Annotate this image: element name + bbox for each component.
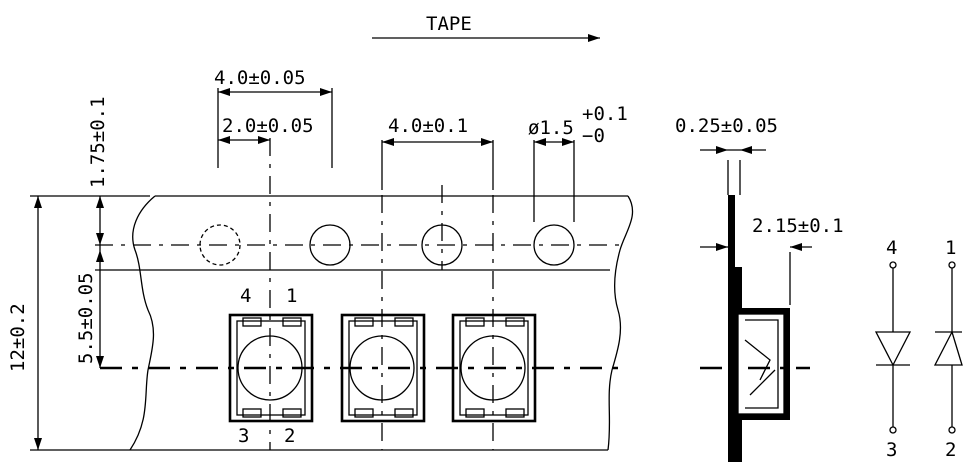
pin-label-2: 2 (284, 425, 295, 447)
diode-symbol-a (874, 261, 912, 434)
dim-pitch-outer: 4.0±0.05 (214, 67, 306, 89)
component-pocket-3 (451, 313, 537, 423)
extension-lines (217, 88, 575, 450)
dim-hole-tol-minus: −0 (582, 125, 605, 147)
pin-label-3: 3 (238, 425, 249, 447)
diode-symbol-b (933, 261, 963, 434)
diode-a-top-pin: 4 (886, 237, 897, 259)
diode-a-bottom-pin: 3 (886, 439, 897, 461)
tape-direction-arrow (588, 34, 600, 42)
sprocket-holes (199, 224, 575, 266)
tape-outline (129, 195, 634, 451)
dim-edge-offset: 1.75±0.1 (87, 96, 109, 188)
pin-label-1: 1 (286, 285, 297, 307)
dim-pocket-depth: 2.15±0.1 (752, 215, 844, 237)
tape-cross-section (700, 160, 810, 462)
dim-pitch-half: 2.0±0.05 (222, 115, 314, 137)
dim-tape-width: 12±0.2 (7, 303, 29, 372)
title-label: TAPE (426, 13, 472, 35)
pin-label-4: 4 (240, 285, 251, 307)
dim-hole-diameter: ø1.5 (528, 117, 574, 139)
dim-thickness: 0.25±0.05 (675, 115, 778, 137)
dim-center-offset: 5.5±0.05 (75, 272, 97, 364)
component-pocket-2 (340, 313, 426, 423)
diode-b-top-pin: 1 (945, 237, 956, 259)
component-pocket-1 (228, 313, 314, 423)
diode-b-bottom-pin: 2 (945, 439, 956, 461)
dim-hole-tol-plus: +0.1 (582, 103, 628, 125)
dim-pocket-pitch: 4.0±0.1 (388, 115, 468, 137)
